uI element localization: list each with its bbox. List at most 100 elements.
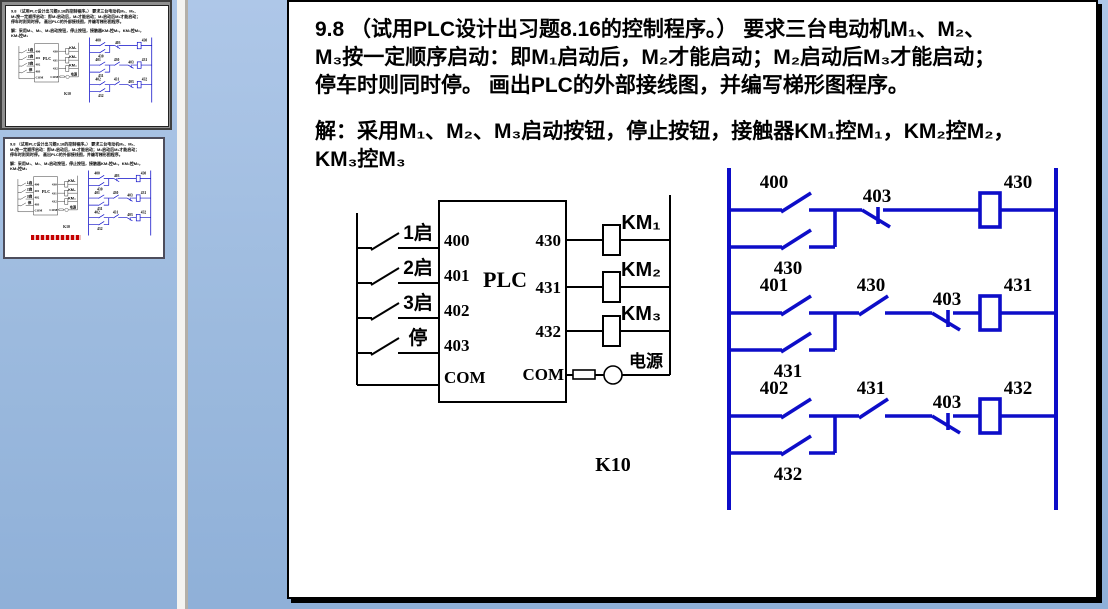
slide-canvas[interactable]: 9.8 （试用PLC设计出习题8.16的控制程序。） 要求三台电动机M₁、M₂、… <box>287 0 1098 599</box>
output-terminal-label: 432 <box>53 67 58 71</box>
output-common-label: COM <box>49 208 57 212</box>
nc-contact-label: 403 <box>128 80 134 84</box>
problem-statement-textbox[interactable]: 9.8 （试用PLC设计出习题8.16的控制程序。） 要求三台电动机M₁、M₂、… <box>315 18 996 97</box>
contactor-label: KM₃ <box>69 63 77 67</box>
input-terminal-label: 403 <box>34 202 39 206</box>
contactor-coil <box>64 198 69 205</box>
coil-label: 430 <box>142 38 148 42</box>
input-terminal-label: 403 <box>444 336 470 355</box>
ladder-diagram[interactable]: 4004304034304014314304034314024324314034… <box>86 36 155 105</box>
input-terminal-label: 402 <box>34 196 39 200</box>
nc-contact-label: 403 <box>115 41 121 45</box>
input-button-label: 1启 <box>28 47 34 52</box>
coil-label: 430 <box>141 171 147 175</box>
slide-preview-content: 9.8 （试用PLC设计出习题8.16的控制程序。） 要求三台电动机M₁、M₂、… <box>5 139 159 253</box>
output-terminal-label: 431 <box>536 278 562 297</box>
seal-contact-label: 432 <box>774 464 803 485</box>
slide-thumbnail-2-preview: 9.8 （试用PLC设计出习题8.16的控制程序。） 要求三台电动机M₁、M₂、… <box>5 139 163 257</box>
input-terminal-label: 400 <box>35 49 40 53</box>
contact-label: 400 <box>760 172 789 193</box>
solution-statement-textbox[interactable]: 解：采用M₁、M₂、M₃启动按钮，停止按钮，接触器KM₁控M₁，KM₂控M₂， … <box>9 161 143 172</box>
contact-label: 430 <box>857 275 886 296</box>
contactor-label: KM₃ <box>68 196 76 200</box>
power-source-symbol <box>603 365 623 385</box>
input-terminal-label: 400 <box>34 182 39 186</box>
seal-contact-label: 430 <box>98 55 104 59</box>
seal-contact-label: 431 <box>774 361 803 382</box>
input-button-label: 停 <box>408 326 427 349</box>
contact-label: 431 <box>113 210 119 214</box>
slide-thumbnail-2[interactable]: 9.8 （试用PLC设计出习题8.16的控制程序。） 要求三台电动机M₁、M₂、… <box>3 137 165 259</box>
seal-contact-label: 431 <box>97 207 103 211</box>
slide-thumbnail-panel: 9.8 （试用PLC设计出习题8.16的控制程序。） 要求三台电动机M₁、M₂、… <box>0 0 177 609</box>
output-common-label: COM <box>50 75 58 79</box>
contactor-coil <box>65 57 70 64</box>
input-terminal-label: 401 <box>444 266 470 285</box>
contact-label: 430 <box>113 191 119 195</box>
output-coil <box>136 61 142 69</box>
ladder-diagram[interactable]: 4004304034304014314304034314024324314034… <box>712 160 1077 525</box>
output-coil <box>135 194 141 202</box>
slide-thumbnail-1-preview: 9.8 （试用PLC设计出习题8.16的控制程序。） 要求三台电动机M₁、M₂、… <box>5 5 169 127</box>
output-terminal-label: 432 <box>536 322 562 341</box>
contactor-coil <box>64 181 69 188</box>
contact-label: 402 <box>760 378 789 399</box>
plc-box-label: PLC <box>43 56 51 61</box>
input-button-label: 3启 <box>403 291 433 314</box>
slide-thumbnail-1-selected[interactable]: 9.8 （试用PLC设计出习题8.16的控制程序。） 要求三台电动机M₁、M₂、… <box>0 0 172 130</box>
input-button-label: 2启 <box>403 256 433 279</box>
output-coil <box>136 41 142 50</box>
seal-contact-label: 432 <box>97 227 103 231</box>
output-coil <box>978 397 1002 435</box>
slide-editor-area: 9.8 （试用PLC设计出习题8.16的控制程序。） 要求三台电动机M₁、M₂、… <box>188 0 1108 609</box>
input-terminal-label: 401 <box>34 189 39 193</box>
plc-box <box>438 200 567 403</box>
coil-label: 431 <box>1004 275 1033 296</box>
solution-statement-textbox[interactable]: 解：采用M₁、M₂、M₃启动按钮，停止按钮，接触器KM₁控M₁，KM₂控M₂， … <box>315 120 1015 171</box>
input-button-label: 3启 <box>28 60 34 65</box>
input-button-label: 3启 <box>27 193 33 198</box>
seal-contact-label: 430 <box>774 258 803 279</box>
input-common-label: COM <box>35 75 43 79</box>
nc-contact-label: 403 <box>127 213 133 217</box>
nc-contact-label: 403 <box>128 61 134 65</box>
ladder-graphics: 4004304034304014314304034314024324314034… <box>89 37 153 103</box>
power-label: 电源 <box>629 351 663 371</box>
seal-contact-label: 432 <box>98 94 104 98</box>
input-terminal-label: 400 <box>444 231 470 250</box>
nc-contact-label: 403 <box>933 392 962 413</box>
coil-label: 430 <box>1004 172 1033 193</box>
input-terminal-label: 402 <box>444 301 470 320</box>
input-button-label: 1启 <box>27 180 33 185</box>
coil-label: 432 <box>141 210 147 214</box>
power-source-symbol <box>64 208 69 212</box>
input-terminal-label: 401 <box>35 56 40 60</box>
input-button-label: 1启 <box>403 221 433 244</box>
seal-contact-label: 431 <box>98 74 104 78</box>
problem-statement-textbox[interactable]: 9.8 （试用PLC设计出习题8.16的控制程序。） 要求三台电动机M₁、M₂、… <box>9 142 140 158</box>
output-terminal-label: 432 <box>52 200 57 204</box>
ladder-diagram[interactable]: 4004304034304014314304034314024324314034… <box>85 169 154 238</box>
power-label: 电源 <box>70 204 77 209</box>
nc-contact-label: 403 <box>127 194 133 198</box>
panel-splitter[interactable] <box>177 0 188 609</box>
diagram-caption: K10 <box>64 92 71 96</box>
nc-contact-label: 403 <box>863 186 892 207</box>
input-common-label: COM <box>34 208 42 212</box>
problem-statement-textbox[interactable]: 9.8 （试用PLC设计出习题8.16的控制程序。） 要求三台电动机M₁、M₂、… <box>10 9 141 25</box>
power-source-symbol <box>65 75 70 79</box>
nc-contact-label: 403 <box>114 174 120 178</box>
contactor-coil <box>602 224 621 256</box>
coil-label: 432 <box>1004 378 1033 399</box>
contact-label: 401 <box>94 191 100 195</box>
input-button-label: 2启 <box>27 187 33 192</box>
solution-statement-textbox[interactable]: 解：采用M₁、M₂、M₃启动按钮，停止按钮，接触器KM₁控M₁，KM₂控M₂， … <box>10 28 144 39</box>
fuse-symbol <box>58 208 64 211</box>
